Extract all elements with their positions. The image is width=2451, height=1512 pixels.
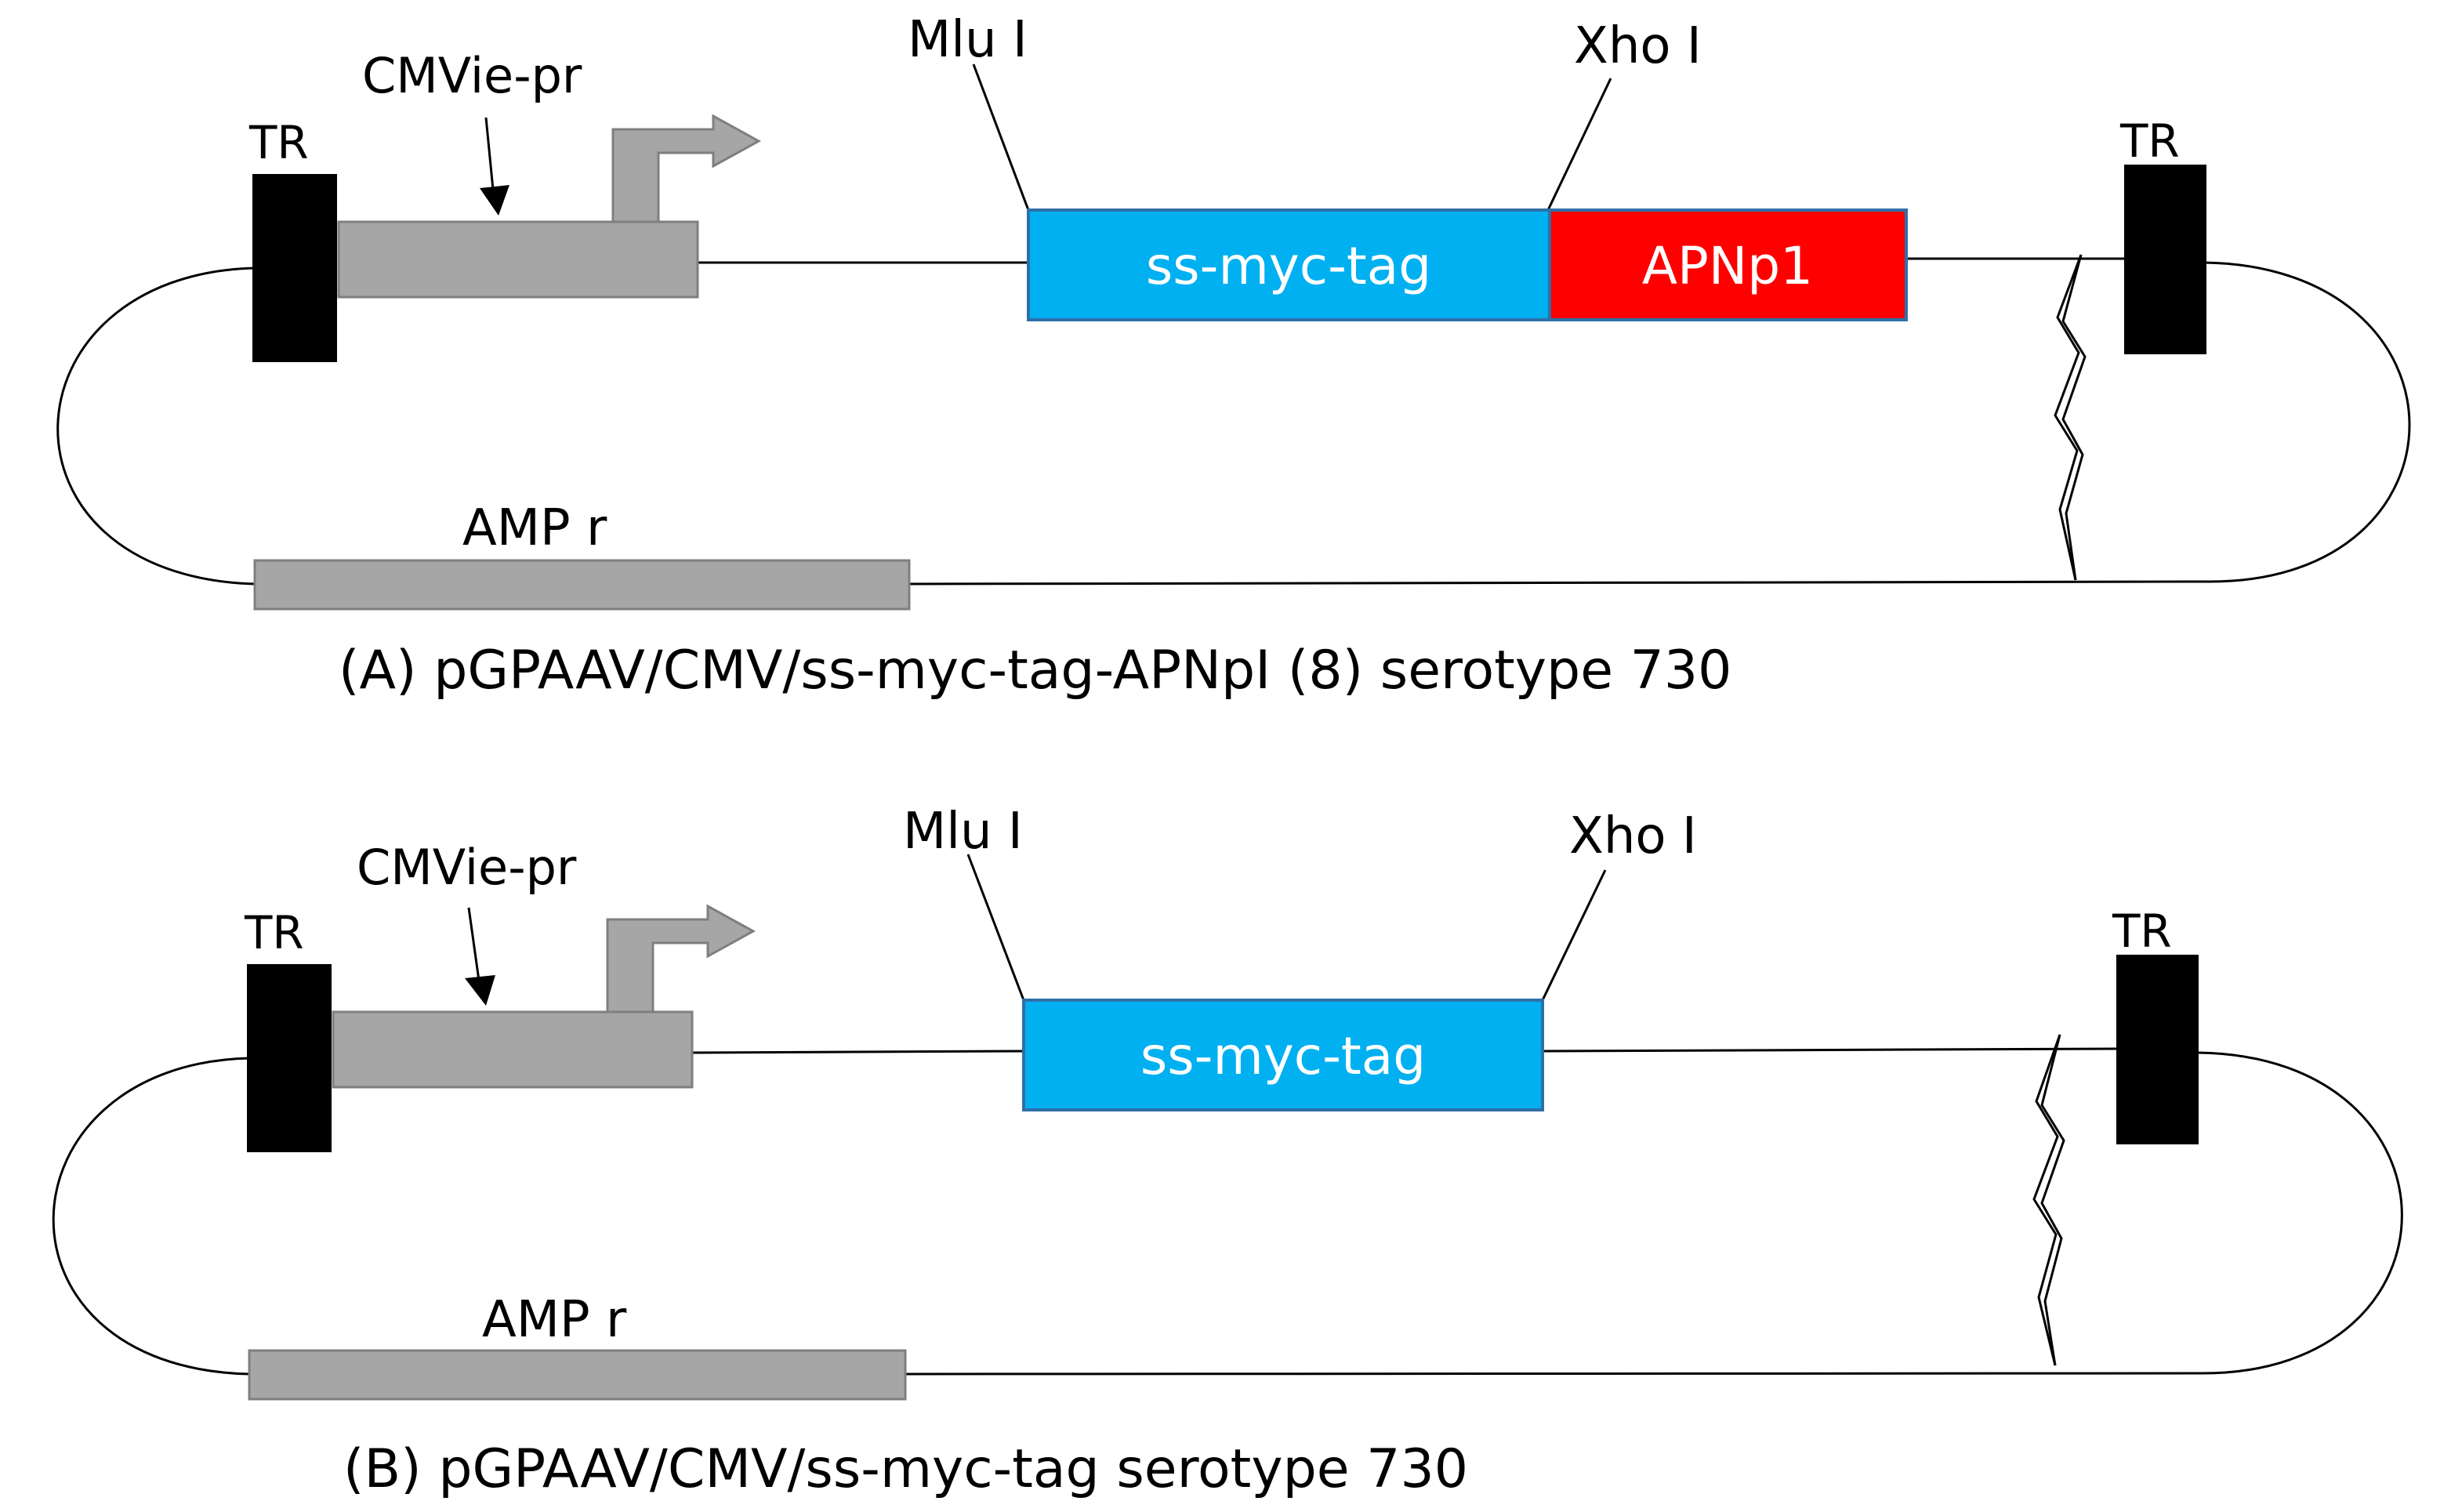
backbone-top-line [689,1050,1026,1054]
cmv-promoter-label: CMVie-pr [357,839,577,896]
xho-site-line [1546,78,1612,211]
panel-b: TR TR CMVie-pr Mlu I Xho I ss-myc-tag AM… [52,803,2403,1500]
backbone-bottom-line [908,580,2211,586]
backbone-left-arc [56,267,256,586]
tr-left-label: TR [248,116,309,169]
backbone-right-arc [2203,261,2411,583]
tr-left-block [252,174,337,362]
backbone-top-line-right [1542,1047,2117,1053]
apnp1-box [1548,208,1908,321]
tr-left-label: TR [244,906,304,959]
cmv-pointer-line [484,117,495,198]
xho-site-label: Xho I [1569,807,1697,865]
backbone-break-symbol-2 [2061,254,2087,581]
amp-resistance-block [248,1349,907,1401]
transcription-start-arrow-icon [611,114,762,223]
mlu-site-label: Mlu I [908,11,1028,69]
tr-right-label: TR [2112,905,2172,958]
tr-right-block [2116,955,2199,1144]
apnp1-label: APNp1 [1642,236,1813,296]
cmv-promoter-label: CMVie-pr [362,47,582,104]
backbone-break-symbol [2032,1034,2061,1366]
ss-myc-tag-label: ss-myc-tag [1140,1026,1426,1086]
cmv-pointer-arrowhead-icon [465,975,495,1006]
tr-left-block [247,964,332,1152]
cmv-pointer-arrowhead-icon [480,185,509,216]
ss-myc-tag-label: ss-myc-tag [1146,236,1431,296]
transcription-start-arrow-icon [606,904,756,1013]
backbone-bottom-line [905,1372,2203,1376]
xho-site-label: Xho I [1574,17,1702,75]
mlu-site-label: Mlu I [903,803,1023,861]
backbone-right-arc [2198,1051,2403,1375]
cmv-promoter-block [332,1010,694,1089]
backbone-break-symbol-2 [2040,1034,2065,1366]
panel-b-caption: (B) pGPAAV/CMV/ss-myc-tag serotype 730 [343,1438,1468,1500]
tr-right-block [2124,165,2206,354]
mlu-site-line [972,63,1030,211]
amp-resistance-label: AMP r [482,1291,627,1349]
tr-right-label: TR [2119,114,2180,168]
ss-myc-tag-box [1022,999,1544,1111]
amp-resistance-label: AMP r [462,499,607,557]
mlu-site-line [966,854,1025,1001]
cmv-pointer-line [467,907,481,987]
cmv-promoter-block [337,220,699,299]
xho-site-line [1541,869,1607,1001]
amp-resistance-block [253,559,911,611]
backbone-break-symbol [2054,254,2083,581]
ss-myc-tag-box [1027,208,1551,321]
panel-a: TR TR CMVie-pr Mlu I Xho I ss-myc-tag AP… [56,11,2411,702]
backbone-left-arc [52,1057,250,1376]
panel-a-caption: (A) pGPAAV/CMV/ss-myc-tag-APNpI (8) sero… [339,640,1731,702]
